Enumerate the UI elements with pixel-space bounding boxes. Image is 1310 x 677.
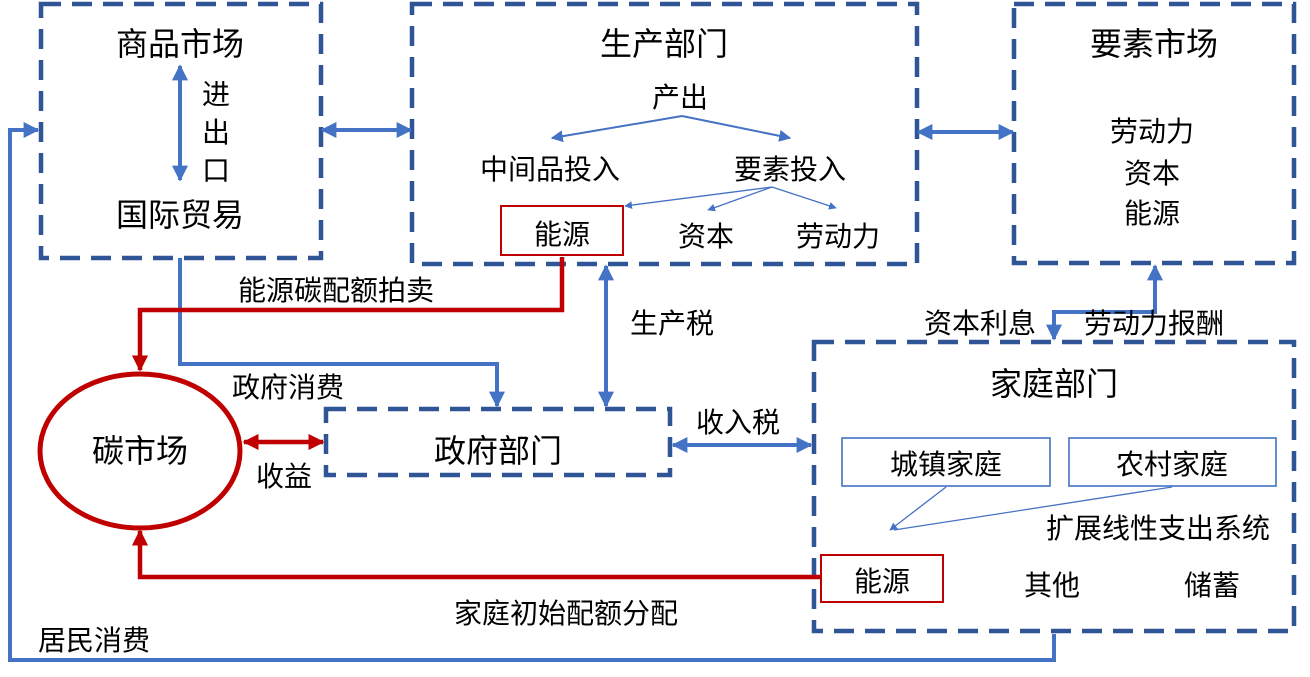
import-export-char-2: 出 bbox=[202, 116, 230, 149]
carbon-market-title: 碳市场 bbox=[92, 432, 188, 470]
intermediate-input-label: 中间品投入 bbox=[480, 153, 620, 186]
urban-household-box bbox=[841, 437, 1051, 487]
import-export-char-3: 口 bbox=[202, 154, 230, 187]
output-to-intermediate-arrow bbox=[550, 115, 683, 143]
output-label: 产出 bbox=[652, 81, 708, 114]
carbon-market-ellipse bbox=[37, 371, 243, 531]
factor-to-capital-arrow bbox=[707, 186, 773, 212]
energy-quota-auction-label: 能源碳配额拍卖 bbox=[238, 274, 434, 307]
production-energy-box bbox=[500, 205, 624, 256]
household-savings-label: 储蓄 bbox=[1184, 569, 1240, 602]
rural-to-les-line bbox=[893, 486, 1173, 531]
factor-to-labor-arrow bbox=[771, 186, 837, 210]
commodity-market-title: 商品市场 bbox=[116, 25, 244, 63]
production-tax-label: 生产税 bbox=[630, 307, 714, 340]
resident-consumption-label: 居民消费 bbox=[38, 624, 150, 657]
household-initial-quota-label: 家庭初始配额分配 bbox=[454, 597, 678, 630]
government-dept-box bbox=[323, 406, 673, 478]
output-to-factor-arrow bbox=[681, 115, 792, 142]
labor-pay-label: 劳动力报酬 bbox=[1084, 307, 1224, 340]
income-tax-label: 收入税 bbox=[696, 406, 780, 439]
resident-consumption-arrow bbox=[8, 122, 1056, 662]
household-dept-box bbox=[811, 339, 1297, 634]
factor-to-energy-arrow bbox=[624, 186, 773, 209]
factor-market-capital: 资本 bbox=[1124, 157, 1180, 190]
international-trade-label: 国际贸易 bbox=[116, 196, 244, 234]
gov-consumption-label: 政府消费 bbox=[232, 371, 344, 404]
urban-household-label: 城镇家庭 bbox=[890, 448, 1002, 481]
energy-quota-auction-arrow bbox=[131, 257, 565, 372]
rural-household-box bbox=[1068, 437, 1277, 487]
government-dept-title: 政府部门 bbox=[434, 432, 562, 470]
revenue-label: 收益 bbox=[256, 460, 312, 493]
production-labor-label: 劳动力 bbox=[796, 220, 880, 253]
import-export-char-1: 进 bbox=[202, 78, 230, 111]
household-energy-box bbox=[820, 554, 944, 603]
household-dept-title: 家庭部门 bbox=[990, 365, 1118, 403]
capital-interest-label: 资本利息 bbox=[924, 307, 1036, 340]
production-capital-label: 资本 bbox=[678, 220, 734, 253]
urban-to-les-line bbox=[889, 486, 947, 531]
production-dept-title: 生产部门 bbox=[600, 25, 728, 63]
household-other-label: 其他 bbox=[1024, 569, 1080, 602]
les-label: 扩展线性支出系统 bbox=[1046, 512, 1270, 545]
factor-household-arrow bbox=[1046, 264, 1163, 341]
factor-market-labor: 劳动力 bbox=[1110, 115, 1194, 148]
household-energy-label: 能源 bbox=[854, 565, 910, 598]
factor-input-label: 要素投入 bbox=[734, 153, 846, 186]
household-quota-arrow bbox=[131, 529, 820, 580]
factor-market-energy: 能源 bbox=[1124, 197, 1180, 230]
production-energy-label: 能源 bbox=[534, 218, 590, 251]
rural-household-label: 农村家庭 bbox=[1116, 448, 1228, 481]
factor-market-title: 要素市场 bbox=[1090, 25, 1218, 63]
